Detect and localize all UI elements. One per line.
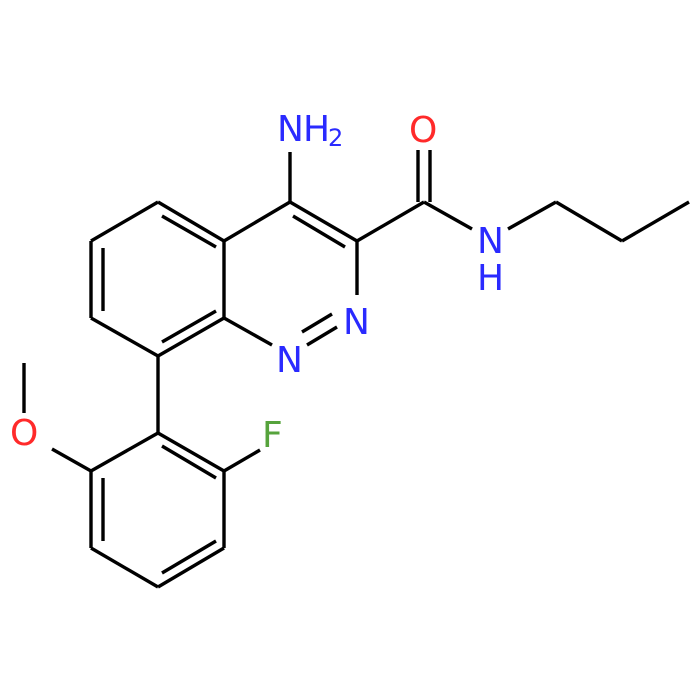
bond <box>289 200 358 243</box>
bond <box>223 316 273 347</box>
methoxy-oxygen-label: O <box>10 413 38 454</box>
amine-hydrogen-label: H <box>303 109 330 150</box>
bond <box>157 546 225 589</box>
bond <box>157 200 225 243</box>
bond <box>90 316 159 358</box>
amine-nitrogen-label: N <box>277 109 304 150</box>
bond <box>301 312 333 334</box>
bond <box>306 325 338 347</box>
bond <box>161 444 217 480</box>
atom-labels: N H 2 O N H N N O F <box>10 109 504 456</box>
bond <box>356 200 425 243</box>
bond <box>292 214 346 249</box>
bond <box>161 539 217 575</box>
bond <box>157 316 225 358</box>
bond <box>223 200 291 243</box>
amine-subscript-label: 2 <box>328 124 343 152</box>
amide-hydrogen-label: H <box>477 258 504 299</box>
carbonyl-oxygen-label: O <box>409 110 437 151</box>
bond <box>223 448 261 473</box>
bond <box>90 546 159 589</box>
bond <box>161 309 217 344</box>
bonds <box>22 150 690 589</box>
amide-nitrogen-label: N <box>477 221 504 262</box>
bond <box>621 200 690 243</box>
bond <box>507 200 557 231</box>
bond <box>157 431 225 473</box>
bond <box>555 200 623 243</box>
bond <box>161 214 217 249</box>
ring-nitrogen-label: N <box>343 302 370 343</box>
fluorine-label: F <box>262 415 283 456</box>
bond <box>90 200 159 243</box>
bond <box>90 431 159 473</box>
bond <box>423 200 473 231</box>
bond <box>51 447 92 473</box>
ring-nitrogen-label: N <box>276 340 303 381</box>
